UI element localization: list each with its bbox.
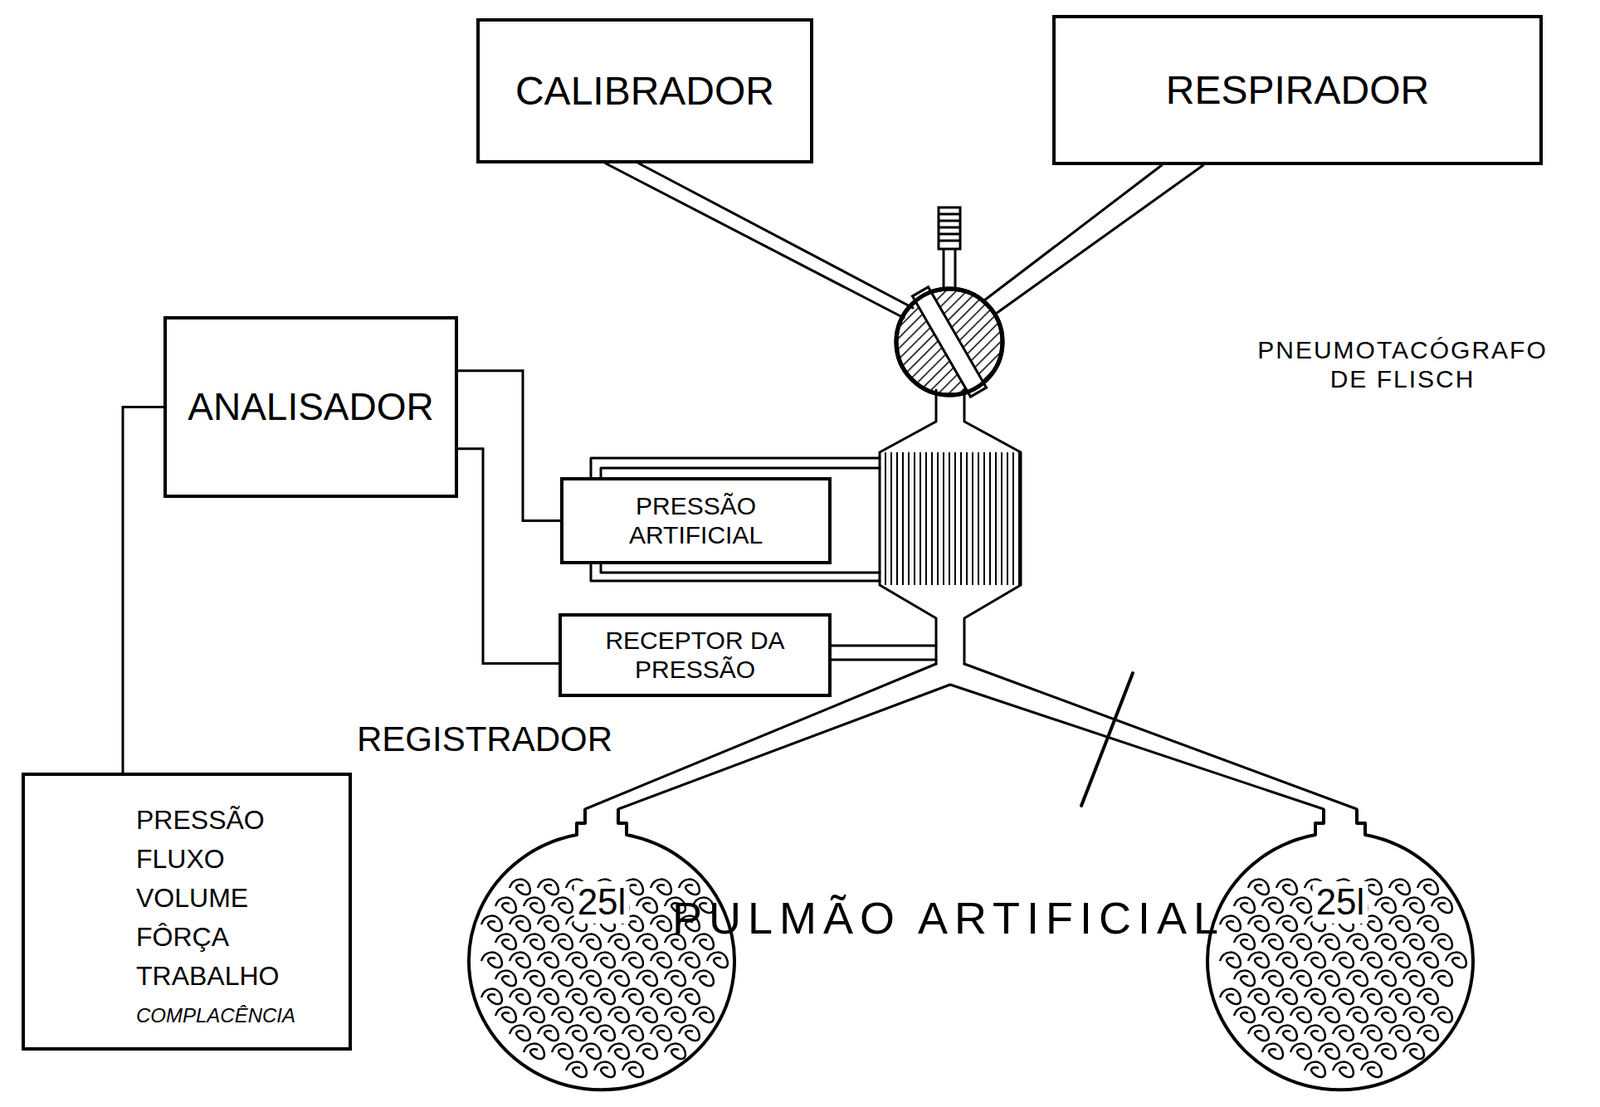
volume-label: 25l [574, 881, 630, 924]
three-way-valve [896, 207, 1003, 397]
box-label: PRESSÃO ARTIFICIAL [575, 492, 817, 550]
trace-name: PRESSÃO [136, 800, 341, 840]
trace-name: TRABALHO [136, 956, 341, 996]
volume-label: 25l [1312, 881, 1369, 924]
bottle-shape [1207, 809, 1474, 1090]
box-label: RESPIRADOR [1067, 67, 1528, 113]
device-box: CALIBRADOR [476, 18, 814, 164]
transducer-box: RECEPTOR DA PRESSÃO [558, 613, 832, 698]
lung-bottle: 25l [1203, 804, 1478, 1096]
trace-name: FÔRÇA [136, 917, 341, 957]
recorder-label: REGISTRADOR [356, 719, 613, 760]
cotton-filling [1219, 879, 1467, 1078]
pneumotach-screen [879, 452, 1021, 586]
signal-wire [458, 448, 559, 664]
trace-name: VOLUME [136, 878, 341, 918]
trace-name: FLUXO [136, 839, 341, 879]
bottle-shape [468, 809, 735, 1090]
signal-wire [458, 370, 561, 522]
recorder-box: PRESSÃOFLUXOVOLUMEFÔRÇATRABALHOCOMPLACÊN… [21, 772, 352, 1051]
device-box: RESPIRADOR [1052, 14, 1543, 166]
trace-name: COMPLACÊNCIA [136, 995, 341, 1035]
box-label: CALIBRADOR [491, 68, 799, 114]
box-label: RECEPTOR DA PRESSÃO [573, 626, 817, 684]
bottle-outline [1203, 804, 1478, 1096]
lung-bottle: 25l [464, 804, 739, 1096]
device-box: ANALISADOR [163, 316, 459, 498]
box-label: ANALISADOR [178, 385, 444, 430]
transducer-box: PRESSÃO ARTIFICIAL [560, 477, 832, 565]
device-name-label: PNEUMOTACÓGRAFO DE FLISCH [1244, 336, 1561, 394]
signal-wire [122, 407, 164, 774]
bottle-outline [464, 804, 739, 1096]
lung-label: PULMÃO ARTIFICIAL [672, 892, 1225, 944]
